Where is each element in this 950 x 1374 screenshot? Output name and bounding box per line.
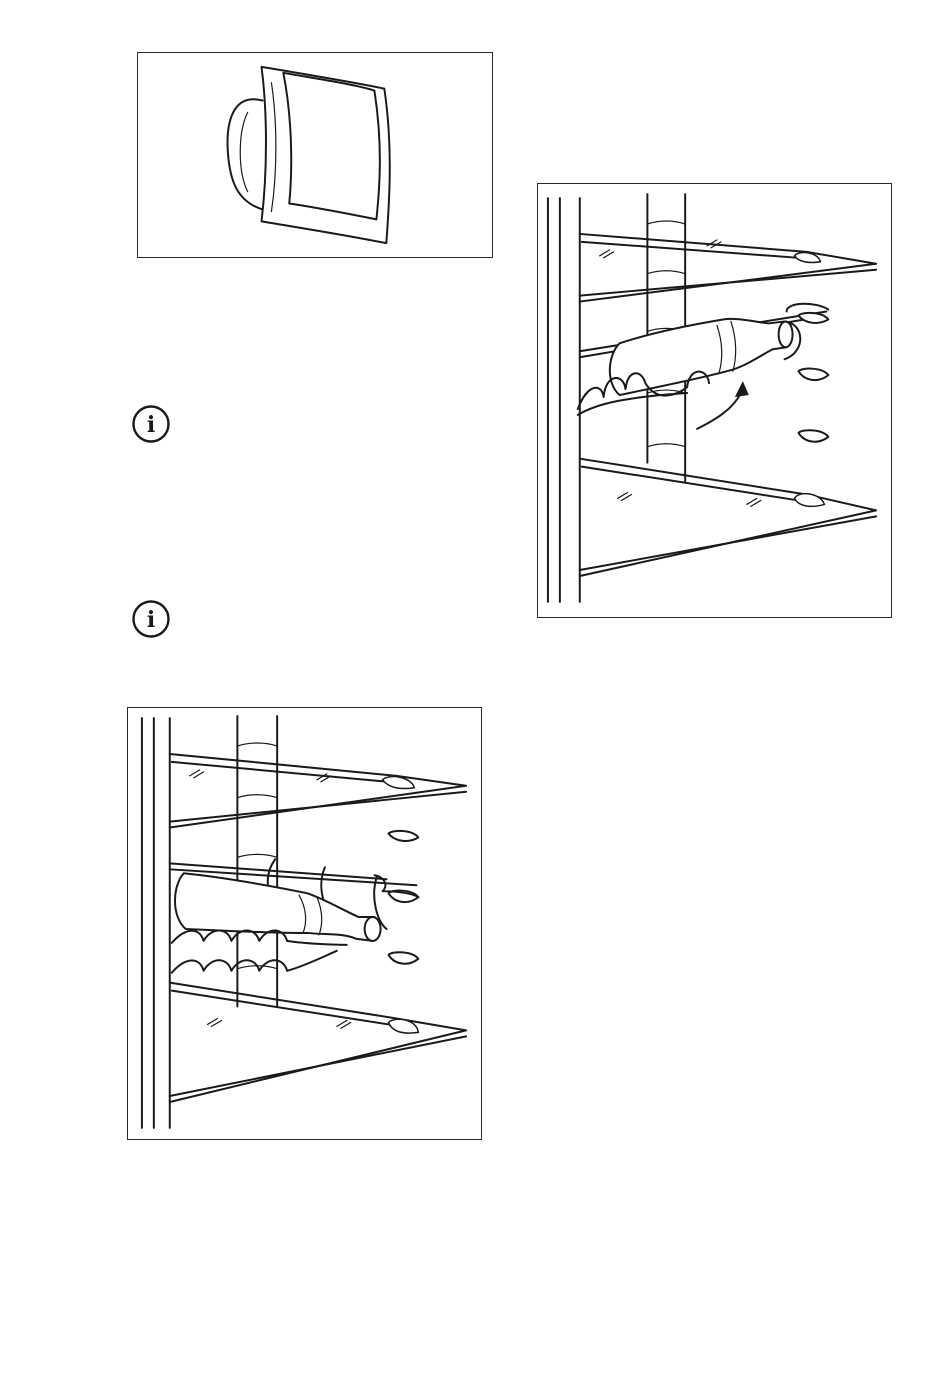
info-icon: i <box>131 599 171 639</box>
figure-control-panel <box>137 52 493 258</box>
info-symbol: i <box>147 412 155 438</box>
figure-bottle-rack-insert <box>537 183 892 618</box>
door-handle-icon <box>138 53 492 257</box>
info-icon: i <box>131 404 171 444</box>
wine-rack-insert-icon <box>538 184 891 617</box>
figure-bottle-rack-installed <box>127 707 482 1140</box>
info-symbol: i <box>147 607 155 633</box>
wine-rack-installed-icon <box>128 708 481 1139</box>
